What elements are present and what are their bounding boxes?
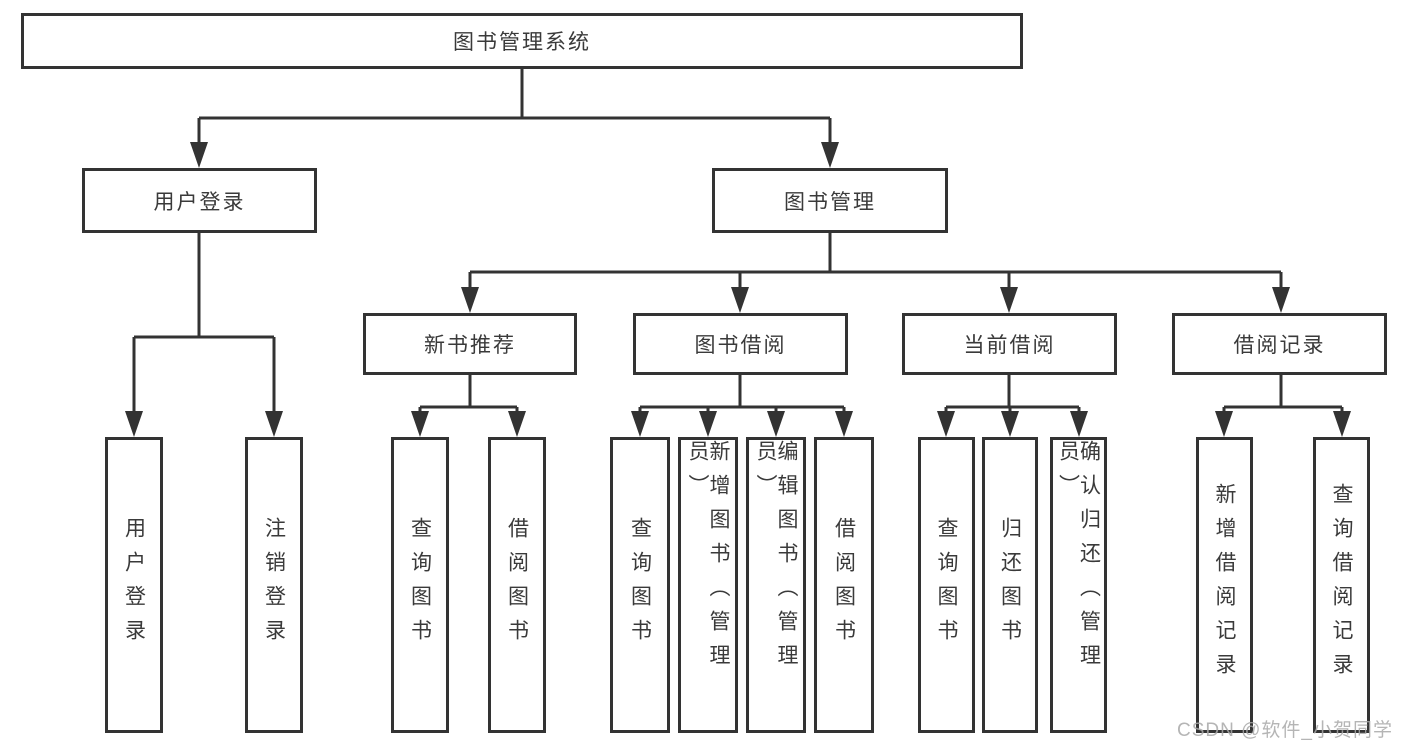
leaf-return-book: 归还图书 bbox=[982, 437, 1038, 733]
node-new-book-recommend: 新书推荐 bbox=[363, 313, 577, 375]
node-label: 用户登录 bbox=[153, 190, 246, 214]
leaf-user-login: 用户登录 bbox=[105, 437, 163, 733]
node-current-borrow: 当前借阅 bbox=[902, 313, 1117, 375]
leaf-confirm-return-admin: 确认归还（管理员） bbox=[1050, 437, 1107, 733]
node-label: 借阅图书 bbox=[832, 517, 856, 653]
node-book-management: 图书管理 bbox=[712, 168, 948, 233]
node-user-login: 用户登录 bbox=[82, 168, 317, 233]
leaf-query-book-borrow: 查询图书 bbox=[610, 437, 670, 733]
node-label: 确认归还（管理员） bbox=[1056, 440, 1101, 678]
leaf-edit-book-admin: 编辑图书（管理员） bbox=[746, 437, 806, 733]
node-book-borrow: 图书借阅 bbox=[633, 313, 848, 375]
node-label: 归还图书 bbox=[998, 517, 1022, 653]
node-label: 用户登录 bbox=[122, 517, 146, 653]
leaf-add-borrow-record: 新增借阅记录 bbox=[1196, 437, 1253, 733]
node-label: 图书借阅 bbox=[694, 334, 787, 357]
leaf-query-book-current: 查询图书 bbox=[918, 437, 975, 733]
node-label: 当前借阅 bbox=[963, 334, 1056, 357]
node-label: 注销登录 bbox=[262, 517, 286, 653]
node-label: 借阅记录 bbox=[1233, 334, 1326, 357]
node-label: 查询图书 bbox=[408, 517, 432, 653]
node-label: 新增借阅记录 bbox=[1213, 483, 1236, 687]
node-label: 图书管理系统 bbox=[453, 31, 591, 54]
leaf-add-book-admin: 新增图书（管理员） bbox=[678, 437, 738, 733]
leaf-borrow-book-recommend: 借阅图书 bbox=[488, 437, 546, 733]
leaf-query-borrow-record: 查询借阅记录 bbox=[1313, 437, 1370, 733]
node-system-root: 图书管理系统 bbox=[21, 13, 1023, 69]
csdn-watermark: CSDN @软件_小贺同学 bbox=[1177, 720, 1393, 741]
leaf-borrow-book: 借阅图书 bbox=[814, 437, 874, 733]
node-label: 查询图书 bbox=[935, 517, 958, 653]
node-label: 新书推荐 bbox=[424, 334, 516, 357]
node-label: 编辑图书（管理员） bbox=[754, 440, 798, 678]
node-label: 图书管理 bbox=[784, 190, 876, 214]
node-label: 查询借阅记录 bbox=[1330, 483, 1353, 687]
leaf-logout: 注销登录 bbox=[245, 437, 303, 733]
node-label: 借阅图书 bbox=[505, 517, 529, 653]
node-label: 查询图书 bbox=[628, 517, 652, 653]
node-borrow-record: 借阅记录 bbox=[1172, 313, 1387, 375]
leaf-query-book-recommend: 查询图书 bbox=[391, 437, 449, 733]
node-label: 新增图书（管理员） bbox=[686, 440, 730, 678]
